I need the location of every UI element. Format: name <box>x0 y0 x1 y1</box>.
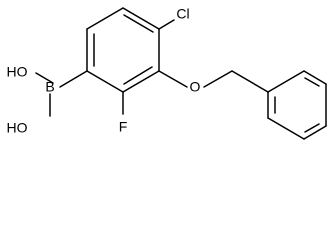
fluorine-atom-label: F <box>119 119 128 135</box>
ring-a-bond-6 <box>86 7 124 30</box>
ring-a-bond-1 <box>122 7 160 30</box>
ring-a-inner-bond-1 <box>123 14 154 33</box>
ether-oxygen-label: O <box>190 79 201 95</box>
ring-a-bond-3 <box>122 70 160 93</box>
benzyl-ring-bond <box>231 70 269 93</box>
chemical-structure-diagram: B HO HO F Cl O <box>7 6 327 140</box>
chlorine-ring-bond <box>158 19 175 30</box>
boron-ring-bond <box>59 70 88 88</box>
chlorine-atom-label: Cl <box>176 6 189 22</box>
boron-atom-label: B <box>45 79 54 95</box>
ring-b-inner-bond-1 <box>304 77 320 87</box>
ring-b-bond-5 <box>267 117 305 140</box>
ring-b-bond-4 <box>303 125 327 140</box>
ether-ring-bond <box>158 70 188 88</box>
ring-b-inner-bond-2 <box>304 123 320 133</box>
hydroxyl-bottom-label: HO <box>7 120 28 136</box>
boron-hydroxyl-top-bond <box>35 72 54 84</box>
ring-b-bond-1 <box>267 70 305 93</box>
hydroxyl-top-label: HO <box>7 64 28 80</box>
ring-b-bond-2 <box>303 70 327 85</box>
ether-benzyl-bond <box>203 70 233 88</box>
ring-a-bond-4 <box>86 70 124 93</box>
ring-a-inner-bond-2 <box>123 66 153 85</box>
